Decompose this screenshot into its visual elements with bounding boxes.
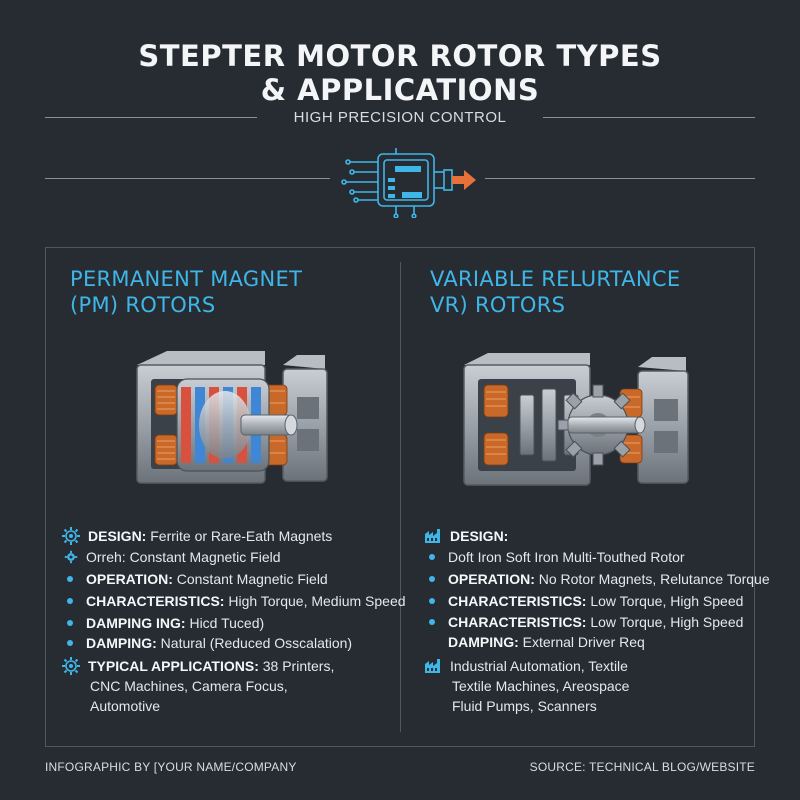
bullet-icon bbox=[429, 619, 435, 626]
bullet-icon bbox=[67, 576, 73, 583]
vr-spec-material: Doft Iron Soft Iron Multi-Touthed Rotor bbox=[429, 547, 685, 567]
footer-credit: INFOGRAPHIC BY [YOUR NAME/COMPANY bbox=[45, 760, 297, 774]
gear-icon bbox=[62, 657, 80, 676]
bullet-icon bbox=[429, 598, 435, 605]
bullet-icon bbox=[67, 620, 73, 627]
divider-line bbox=[45, 178, 330, 179]
bullet-icon bbox=[67, 598, 73, 605]
pm-spec-applications-line-3: Automotive bbox=[90, 698, 161, 714]
vr-rotor-title-line-2: VR) ROTORS bbox=[430, 293, 566, 317]
pm-spec-operation: OPERATION: Constant Magnetic Field bbox=[67, 569, 328, 589]
factory-icon bbox=[425, 659, 440, 674]
factory-icon bbox=[425, 529, 440, 544]
vr-spec-applications: Industrial Automation, Textile bbox=[424, 656, 628, 676]
pm-spec-damping-ing: DAMPING ING: Hicd Tuced) bbox=[67, 613, 264, 633]
page-title-line-2: & APPLICATIONS bbox=[260, 73, 540, 107]
divider-line bbox=[485, 178, 755, 179]
vr-spec-design: DESIGN: bbox=[424, 526, 508, 546]
gear-icon bbox=[62, 527, 80, 546]
column-divider bbox=[400, 262, 401, 732]
vr-spec-characteristics: CHARACTERISTICS: Low Torque, High Speed bbox=[429, 591, 743, 611]
comparison-panel bbox=[45, 247, 755, 747]
pm-spec-field: Orreh: Constant Magnetic Field bbox=[64, 547, 281, 567]
pm-rotor-title-line-2: (PM) ROTORS bbox=[70, 293, 216, 317]
stepper-motor-chip-icon bbox=[341, 148, 476, 218]
footer-source: SOURCE: TECHNICAL BLOG/WEBSITE bbox=[529, 760, 755, 774]
bullet-icon bbox=[67, 640, 73, 647]
subtitle-row: HIGH PRECISION CONTROL bbox=[45, 106, 755, 130]
vr-rotor-motor-illustration bbox=[463, 353, 689, 486]
vr-rotor-title-line-1: VARIABLE RELURTANCE bbox=[430, 267, 681, 291]
gear-small-icon bbox=[64, 551, 78, 564]
subtitle: HIGH PRECISION CONTROL bbox=[293, 109, 507, 126]
vr-spec-damping: DAMPING: External Driver Req bbox=[448, 634, 645, 650]
page-title-line-1: STEPTER MOTOR ROTOR TYPES bbox=[138, 39, 662, 73]
divider-line bbox=[45, 117, 257, 118]
pm-spec-characteristics: CHARACTERISTICS: High Torque, Medium Spe… bbox=[67, 591, 406, 611]
vr-spec-applications-line-3: Fluid Pumps, Scanners bbox=[452, 698, 597, 714]
bullet-icon bbox=[429, 576, 435, 583]
pm-rotor-title-line-1: PERMANENT MAGNET bbox=[70, 267, 303, 291]
vr-spec-operation: OPERATION: No Rotor Magnets, Relutance T… bbox=[429, 569, 770, 589]
vr-spec-applications-line-2: Textile Machines, Areospace bbox=[452, 678, 630, 694]
pm-spec-applications: TYPICAL APPLICATIONS: 38 Printers, bbox=[62, 656, 334, 676]
divider-line bbox=[543, 117, 755, 118]
vr-spec-characteristics-2: CHARACTERISTICS: Low Torque, High Speed bbox=[429, 612, 743, 632]
header-icon-row bbox=[45, 148, 755, 218]
pm-rotor-motor-illustration bbox=[136, 351, 328, 484]
pm-spec-damping: DAMPING: Natural (Reduced Osscalation) bbox=[67, 633, 352, 653]
pm-spec-applications-line-2: CNC Machines, Camera Focus, bbox=[90, 678, 288, 694]
bullet-icon bbox=[429, 554, 435, 561]
pm-spec-design: DESIGN: Ferrite or Rare-Eath Magnets bbox=[62, 526, 332, 546]
